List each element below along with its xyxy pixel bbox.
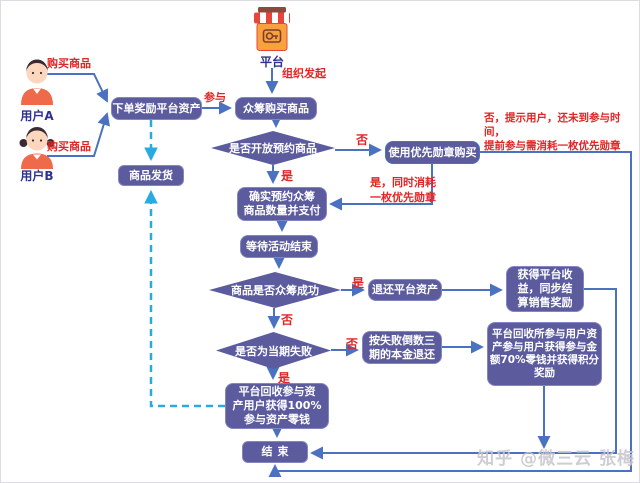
label-no-current-fail: 否: [346, 337, 359, 351]
user-b-avatar: [19, 127, 55, 169]
node-wait-end: 等待活动结束: [240, 235, 318, 258]
user-b-label: 用户B: [20, 169, 54, 183]
node-use-medal: 使用优先勋章购买: [385, 141, 480, 164]
label-buy-goods-a: 购买商品: [47, 57, 91, 70]
label-participate: 参与: [204, 91, 226, 104]
label-yes-open-reserve: 是: [281, 169, 294, 183]
edge-userb-order: [47, 112, 110, 157]
user-a-label: 用户A: [20, 109, 54, 123]
edge-gain-end: [310, 288, 617, 460]
node-ship: 商品发货: [118, 165, 184, 186]
user-a-avatar: [21, 59, 53, 105]
edge-usemedal-confirm: [329, 164, 433, 211]
node-gain-revenue: 获得平台收 益，同步结 算销售奖励: [506, 266, 584, 312]
node-crowdfund-buy: 众筹购买商品: [235, 97, 317, 120]
platform-label: 平台: [259, 55, 284, 69]
label-no-hint: 否，提示用户，还未到参与时间， 提前参与需消耗一枚优先勋章: [484, 112, 621, 153]
label-no-success: 否: [281, 313, 294, 327]
label-yes-consume-medal: 是，同时消耗 一枚优先勋章: [370, 176, 436, 204]
label-yes-success: 是: [352, 276, 365, 290]
dashed-connectors: [144, 120, 225, 408]
node-end: 结束: [242, 441, 308, 463]
edge-usemedal-end: [268, 151, 632, 478]
node-order-reward: 下单奖励平台资产: [111, 97, 202, 120]
edge-usera-order: [47, 73, 109, 103]
label-buy-goods-b: 购买商品: [47, 140, 91, 153]
store-icon: [254, 7, 290, 51]
node-principal-return: 按失败倒数三 期的本金退还: [362, 331, 442, 364]
edge-recycle100-ship-dashed: [144, 189, 225, 408]
node-confirm-pay: 确实预约众筹 商品数量并支付: [237, 187, 327, 221]
label-no-open-reserve: 否: [356, 133, 369, 147]
watermark: 知乎 @微三云 张梅: [477, 449, 635, 469]
label-organize-initiate: 组织发起: [282, 67, 326, 80]
solid-connectors: [47, 68, 632, 478]
node-recycle-100: 平台回收参与资 产用户获得100% 参与资产零钱: [225, 383, 329, 429]
node-refund-assets: 退还平台资产: [368, 279, 442, 301]
label-yes-current-fail: 是: [278, 371, 291, 385]
node-recycle-70: 平台回收所参与用户资 产参与用户获得参与金 额70%零钱并获得积分 奖励: [487, 322, 602, 386]
